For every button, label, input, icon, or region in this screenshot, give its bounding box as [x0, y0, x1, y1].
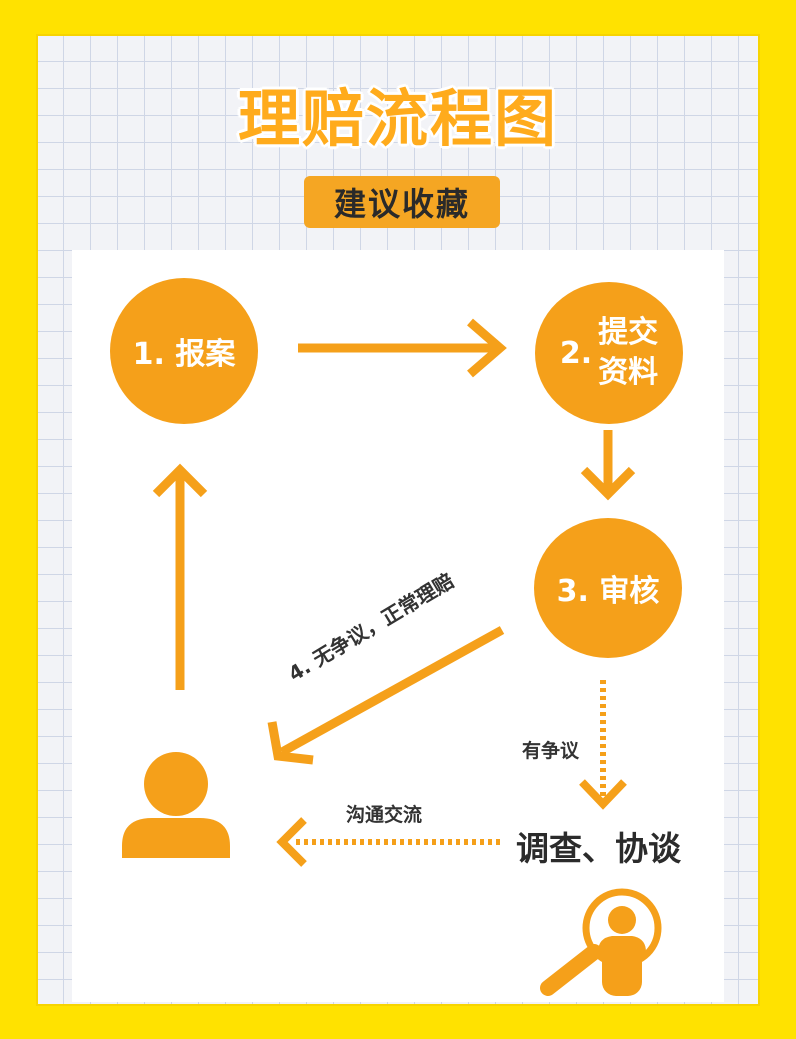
subtitle-badge: 建议收藏	[304, 176, 500, 228]
step-report-circle: 1. 报案	[110, 278, 258, 424]
arrowhead-submit-to-review	[580, 466, 636, 501]
step2-line2: 资料	[598, 355, 659, 390]
investigate-node: 调查、协谈	[516, 829, 681, 868]
magnifier-person-icon	[540, 888, 662, 996]
arrowhead-review-to-person	[267, 721, 314, 765]
step2-text: 提交 资料	[598, 313, 658, 393]
arrowhead-review-to-investigate	[579, 779, 627, 810]
arrow-review-to-person	[279, 626, 505, 756]
label-communicate: 沟通交流	[346, 804, 423, 826]
arrowhead-report-to-submit	[467, 318, 507, 378]
step2-line1: 提交	[598, 315, 659, 350]
label-dispute: 有争议	[522, 740, 580, 762]
person-icon	[122, 752, 230, 858]
page-title: 理赔流程图	[237, 82, 558, 155]
step-submit-documents-circle: 2. 提交 资料	[535, 282, 683, 424]
step2-number: 2.	[559, 335, 593, 371]
arrowhead-investigate-to-person	[276, 817, 307, 867]
arrowhead-person-to-report	[152, 463, 208, 498]
step-review-circle: 3. 审核	[534, 518, 682, 658]
